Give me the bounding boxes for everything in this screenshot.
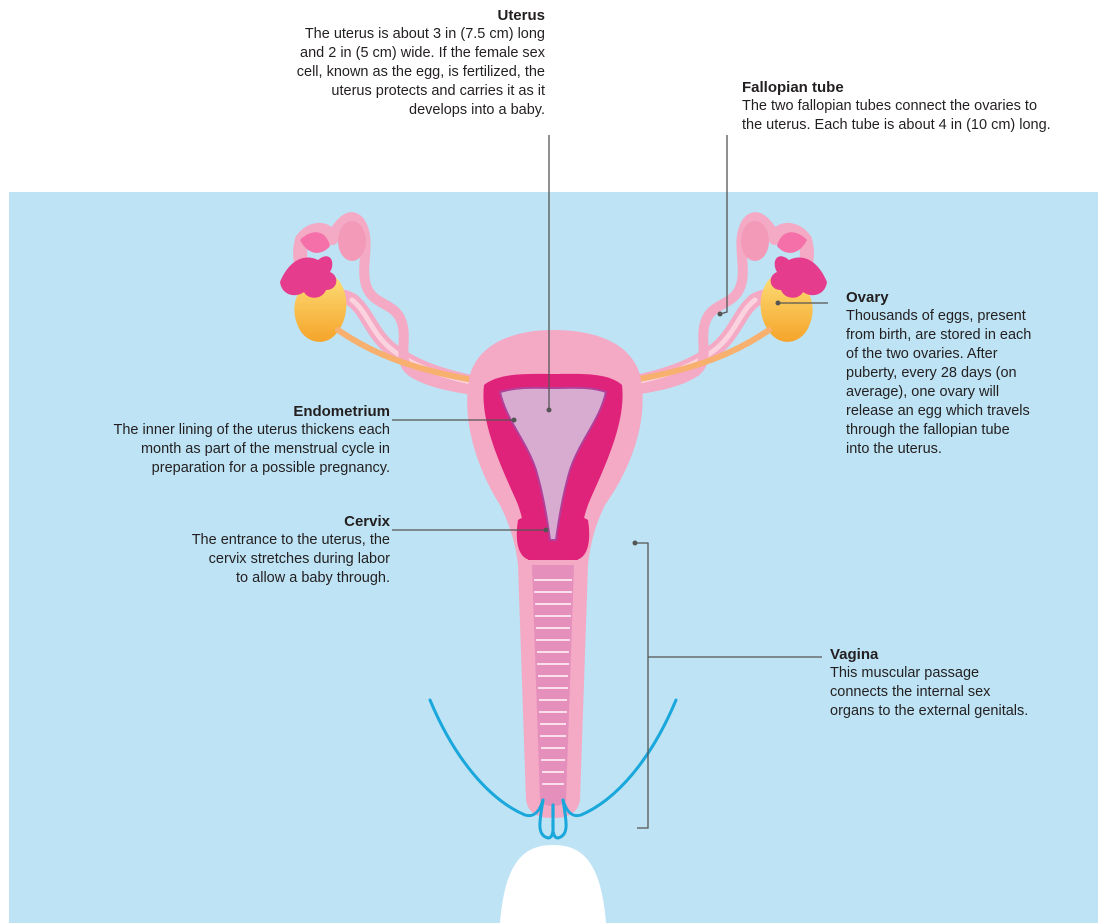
endometrium-desc-line: The inner lining of the uterus thickens … [60,421,390,440]
uterus-desc-line: The uterus is about 3 in (7.5 cm) long [240,25,545,44]
cervix-label: Cervix The entrance to the uterus, the c… [150,512,390,588]
uterus-desc-line: and 2 in (5 cm) wide. If the female sex [240,44,545,63]
ovary-desc-line: average), one ovary will [846,383,1096,402]
vagina-desc-line: This muscular passage [830,664,1090,683]
ovary-desc-line: release an egg which travels [846,402,1096,421]
birth-opening [500,845,606,923]
endometrium-label: Endometrium The inner lining of the uter… [60,402,390,478]
fallopian-tube-desc-line: The two fallopian tubes connect the ovar… [742,97,1104,116]
vagina-label: Vagina This muscular passage connects th… [830,645,1090,721]
uterus-desc-line: develops into a baby. [240,101,545,120]
ovary-desc-line: Thousands of eggs, present [846,307,1096,326]
cervix-title: Cervix [150,512,390,531]
uterus-desc-line: cell, known as the egg, is fertilized, t… [240,63,545,82]
endometrium-title: Endometrium [60,402,390,421]
ovary-desc-line: through the fallopian tube [846,421,1096,440]
ovary-label: Ovary Thousands of eggs, present from bi… [846,288,1096,459]
ovary-desc-line: of the two ovaries. After [846,345,1096,364]
fallopian-tube-title: Fallopian tube [742,78,1104,97]
vagina-desc-line: connects the internal sex [830,683,1090,702]
fallopian-tube-label: Fallopian tube The two fallopian tubes c… [742,78,1104,135]
fallopian-tube-desc-line: the uterus. Each tube is about 4 in (10 … [742,116,1104,135]
uterus-label: Uterus The uterus is about 3 in (7.5 cm)… [240,6,545,120]
cervix-desc-line: cervix stretches during labor [150,550,390,569]
endometrium-desc-line: month as part of the menstrual cycle in [60,440,390,459]
left-fimbriae [280,232,336,297]
ovary-desc-line: from birth, are stored in each [846,326,1096,345]
cervix-desc-line: The entrance to the uterus, the [150,531,390,550]
uterus-desc-line: uterus protects and carries it as it [240,82,545,101]
ovary-desc-line: puberty, every 28 days (on [846,364,1096,383]
ovary-title: Ovary [846,288,1096,307]
endometrium-desc-line: preparation for a possible pregnancy. [60,459,390,478]
right-fimbriae [771,232,827,297]
vagina-title: Vagina [830,645,1090,664]
uterus-title: Uterus [240,6,545,25]
vagina-desc-line: organs to the external genitals. [830,702,1090,721]
ovary-desc-line: into the uterus. [846,440,1096,459]
cervix-desc-line: to allow a baby through. [150,569,390,588]
